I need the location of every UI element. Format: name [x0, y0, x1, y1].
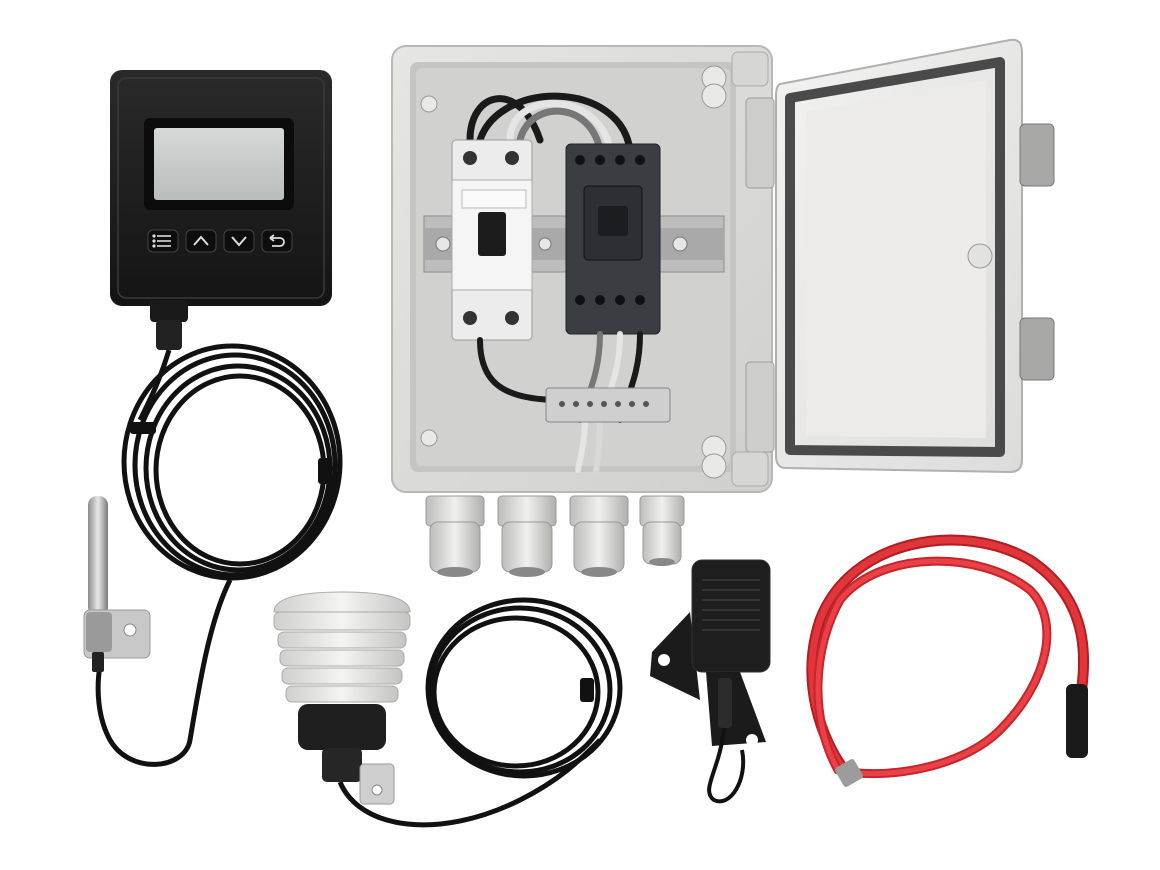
cable-tie [318, 458, 332, 484]
down-chevron-icon [231, 236, 247, 247]
controller-cable-gland [150, 300, 188, 322]
return-icon [269, 234, 285, 247]
heating-cable-end-cap [1066, 684, 1088, 758]
heating-cable-braided-end [835, 759, 863, 787]
contactor [565, 143, 661, 335]
controller-display [110, 70, 332, 350]
radiation-shield-sensor [273, 591, 411, 805]
controller-buttons [147, 229, 293, 253]
circuit-breaker [451, 139, 533, 341]
snow-ice-sensor [650, 559, 771, 804]
shield-sensor-cable-coil [337, 597, 623, 828]
down-button[interactable] [223, 229, 255, 253]
terminal-block [545, 387, 671, 423]
up-button[interactable] [185, 229, 217, 253]
enclosure-box [391, 45, 775, 493]
enclosure-door [775, 38, 1055, 474]
probe-sensor [83, 496, 151, 672]
heating-cable [806, 534, 1090, 781]
cable-glands [425, 495, 685, 577]
up-chevron-icon [193, 235, 209, 246]
return-button[interactable] [261, 229, 293, 253]
controller-screen [154, 128, 284, 200]
menu-icon [152, 234, 171, 248]
